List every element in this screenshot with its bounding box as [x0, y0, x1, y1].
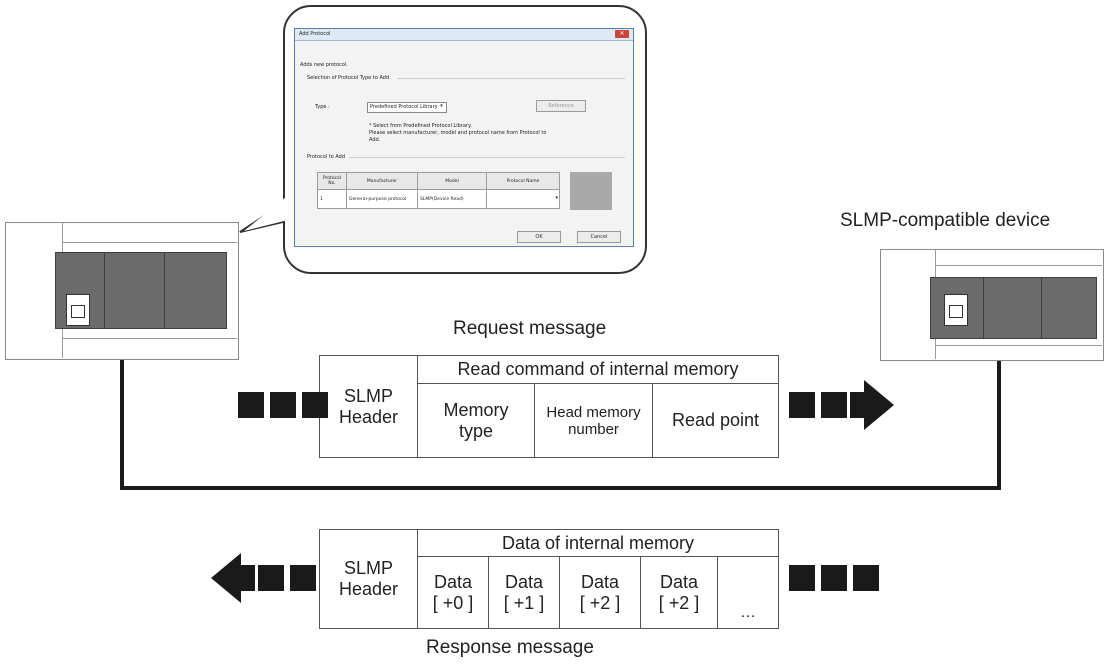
device-label: SLMP-compatible device: [840, 210, 1051, 231]
column-header: Manufacturer: [346, 172, 418, 190]
data-cell: Data [ +2 ]: [559, 556, 641, 629]
table-cell: SLMP(Device Read): [417, 189, 487, 209]
slmp-header-cell: SLMP Header: [319, 529, 418, 629]
table-row[interactable]: 1 General-purpose protocol SLMP(Device R…: [317, 189, 560, 209]
note-line-3: Add.: [369, 137, 381, 143]
column-header: Protocol No.: [317, 172, 347, 190]
head-memory-number-cell: Head memory number: [534, 383, 653, 458]
arrow-square: [302, 392, 328, 418]
data-cell: Data [ +1 ]: [488, 556, 560, 629]
bubble-tail-cover: [244, 197, 300, 231]
response-message-table: SLMP Header Data of internal memory Data…: [319, 529, 779, 629]
cable-line: [120, 360, 1001, 490]
arrow-left-icon: [211, 553, 255, 603]
column-header: Model: [417, 172, 487, 190]
reference-button[interactable]: Reference: [536, 100, 586, 112]
memory-type-cell: Memory type: [417, 383, 535, 458]
arrow-square: [238, 392, 264, 418]
request-message-table: SLMP Header Read command of internal mem…: [319, 355, 779, 458]
table-cell: 1: [317, 189, 347, 209]
ellipsis-cell: …: [717, 556, 779, 629]
type-label: Type :: [315, 104, 330, 110]
arrow-square: [270, 392, 296, 418]
add-protocol-dialog: Add Protocol ✕ Adds new protocol. Select…: [294, 28, 634, 247]
arrow-square: [258, 565, 284, 591]
arrow-square: [821, 565, 847, 591]
arrow-square: [821, 392, 847, 418]
data-cell: Data [ +0 ]: [417, 556, 489, 629]
table-empty-area: [570, 172, 612, 210]
arrow-square: [853, 565, 879, 591]
chevron-down-icon: ▾: [440, 103, 443, 109]
request-group-cell: Read command of internal memory: [417, 355, 779, 384]
request-caption: Request message: [453, 318, 607, 339]
note-line-2: Please select manufacturer, model and pr…: [369, 130, 547, 136]
table-cell: General-purpose protocol: [346, 189, 418, 209]
close-icon[interactable]: ✕: [615, 30, 629, 38]
section-type-heading: Selection of Protocol Type to Add: [307, 75, 390, 81]
protocol-table: Protocol No. Manufacturer Model Protocol…: [317, 172, 560, 209]
ethernet-port-icon: [944, 294, 968, 326]
response-caption: Response message: [426, 637, 594, 658]
cancel-button[interactable]: Cancel: [577, 231, 621, 243]
section-protocol-heading: Protocol to Add: [307, 154, 346, 160]
response-group-cell: Data of internal memory: [417, 529, 779, 557]
data-cell: Data [ +2 ]: [640, 556, 718, 629]
note-line-1: * Select from Predefined Protocol Librar…: [369, 123, 472, 129]
arrow-square: [789, 565, 815, 591]
dialog-title-bar: Add Protocol ✕: [295, 29, 633, 41]
type-select[interactable]: Predefined Protocol Library ▾: [367, 102, 447, 113]
arrow-square: [290, 565, 316, 591]
arrow-square: [789, 392, 815, 418]
ok-button[interactable]: OK: [517, 231, 561, 243]
arrow-right-icon: [850, 380, 894, 430]
dialog-description: Adds new protocol.: [300, 62, 348, 68]
dialog-title: Add Protocol: [299, 31, 331, 37]
column-header: Protocol Name: [486, 172, 560, 190]
read-point-cell: Read point: [652, 383, 779, 458]
protocol-name-cell[interactable]: ▾: [486, 189, 560, 209]
chevron-down-icon[interactable]: ▾: [555, 195, 558, 201]
slmp-header-cell: SLMP Header: [319, 355, 418, 458]
ethernet-port-icon: [66, 294, 90, 326]
